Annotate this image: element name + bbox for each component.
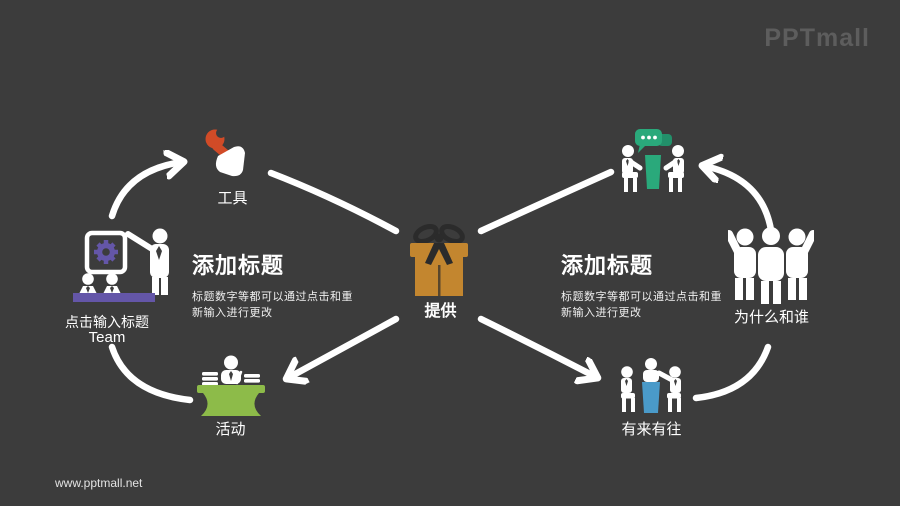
- left-body-line1: 标题数字等都可以通过点击和重: [192, 291, 353, 303]
- desk-shape: [197, 385, 265, 416]
- arrow-gift-to-desk: [288, 315, 400, 378]
- line-meeting-to-gift: [477, 168, 615, 235]
- line-negotiation-to-trio: [692, 343, 772, 402]
- right-body-line1: 标题数字等都可以通过点击和重: [561, 291, 722, 303]
- speech-bubbles-icon: [635, 129, 672, 153]
- gift-icon: [408, 222, 470, 303]
- website-url: www.pptmall.net: [55, 476, 143, 490]
- trio-label: 为什么和谁: [733, 309, 809, 326]
- gear-icon: [94, 240, 118, 264]
- desk-label: 活动: [215, 421, 246, 438]
- team-label-en: Team: [88, 329, 126, 346]
- arrow-team-to-tools: [108, 162, 182, 220]
- gift-label: 提供: [424, 303, 457, 320]
- left-body-line2: 新输入进行更改: [192, 307, 273, 319]
- right-text-block: 添加标题 标题数字等都可以通过点击和重 新输入进行更改: [561, 248, 751, 321]
- tools-label: 工具: [217, 190, 248, 207]
- negotiation-table-icon: [616, 357, 686, 422]
- left-title: 添加标题: [192, 253, 285, 278]
- desk-activity-icon: [196, 355, 266, 424]
- right-title: 添加标题: [561, 253, 654, 278]
- right-body-line2: 新输入进行更改: [561, 307, 642, 319]
- pptmall-logo: PPTmall: [764, 24, 870, 52]
- arrow-gift-to-negotiation: [477, 315, 596, 377]
- meeting-discussion-icon: [616, 128, 690, 199]
- books-icon: [202, 372, 260, 386]
- team-presentation-icon: [72, 227, 170, 308]
- arrow-trio-to-meeting: [704, 166, 775, 234]
- team-label-cn: 点击输入标题: [65, 314, 149, 330]
- line-team-to-desk: [108, 343, 194, 404]
- wrench-fist-icon: [203, 128, 247, 191]
- line-tools-to-gift: [267, 169, 400, 235]
- team-cheer-icon: [725, 226, 817, 311]
- left-text-block: 添加标题 标题数字等都可以通过点击和重 新输入进行更改: [192, 248, 382, 321]
- fist-icon: [215, 146, 245, 177]
- negotiation-label: 有来有往: [621, 421, 682, 438]
